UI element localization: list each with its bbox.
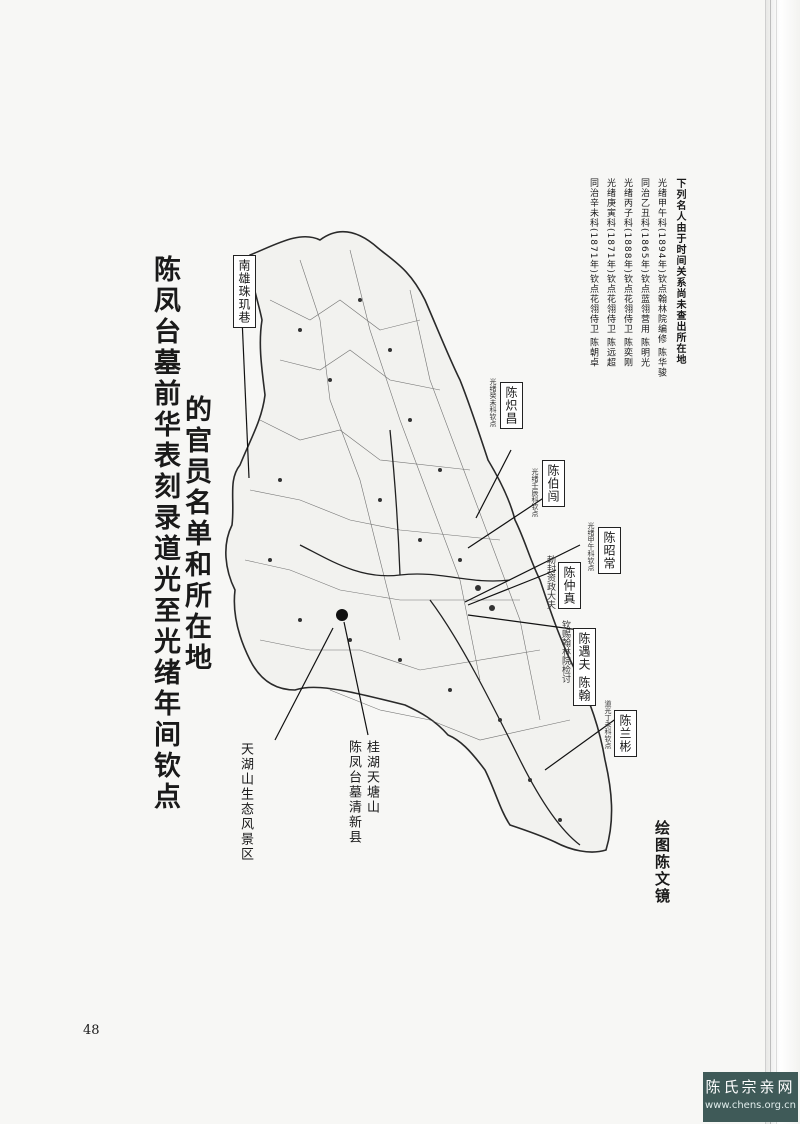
- official-chen-yufu-chenhan: 陈遇夫 陈翰: [573, 628, 596, 706]
- notes-item: 光绪甲午科(1894年)钦点翰林院编修 陈华骏: [656, 178, 666, 378]
- official-chen-zhaochang: 陈昭常: [598, 527, 621, 574]
- note-chen-zhaochang: 光绪甲午科钦点: [587, 522, 595, 571]
- label-nanxiong: 南雄珠玑巷: [233, 255, 256, 328]
- notes-item: 同治乙丑科(1865年)钦点蓝翎营用 陈明光: [639, 178, 649, 368]
- official-chen-chichang: 陈炽昌: [500, 382, 523, 429]
- note-chen-yufu: 钦赐翰林院检讨: [560, 620, 570, 683]
- author-credit: 绘图陈文镜: [653, 820, 671, 905]
- unlocated-officials-list: 下列名人由于时间关系尚未查出所在地 光绪甲午科(1894年)钦点翰林院编修 陈华…: [587, 178, 687, 378]
- notes-heading: 下列名人由于时间关系尚未查出所在地: [674, 178, 685, 365]
- notes-item: 同治辛未科(1871年)钦点花翎侍卫 陈朝卓: [588, 178, 598, 368]
- note-chen-bochuang: 光绪壬辰科钦点: [531, 468, 539, 517]
- title-line-1: 陈凤台墓前华表刻录道光至光绪年间钦点: [149, 255, 180, 813]
- fold-line: [770, 0, 771, 1124]
- site-watermark: 陈氏宗亲网 www.chens.org.cn: [703, 1072, 798, 1122]
- watermark-url: www.chens.org.cn: [705, 1100, 796, 1111]
- official-chen-lanbin: 陈兰彬: [614, 710, 637, 757]
- notes-item: 光绪庚寅科(1871年)钦点花翎侍卫 陈远超: [605, 178, 615, 368]
- tomb-marker: [336, 609, 348, 621]
- official-chen-bochuang: 陈伯闯: [542, 460, 565, 507]
- label-tomb-line-2: 桂湖天塘山: [364, 740, 379, 815]
- label-tianhu: 天湖山生态风景区: [238, 742, 253, 862]
- watermark-name: 陈氏宗亲网: [705, 1078, 796, 1096]
- page-number: 48: [83, 1023, 100, 1038]
- note-chen-zhongzhen: 勅封资政大夫: [545, 555, 555, 609]
- note-chen-lanbin: 道光丁未科钦点: [604, 700, 612, 749]
- official-chen-zhongzhen: 陈仲真: [558, 562, 581, 609]
- notes-item: 光绪丙子科(1888年)钦点花翎侍卫 陈奕刚: [622, 178, 632, 368]
- title-line-2: 的官员名单和所在地: [180, 395, 211, 674]
- label-tomb-line-1: 陈凤台墓清新县: [346, 740, 361, 845]
- map-outline: [225, 231, 613, 853]
- note-chen-chichang: 光绪癸未科钦点: [489, 378, 497, 427]
